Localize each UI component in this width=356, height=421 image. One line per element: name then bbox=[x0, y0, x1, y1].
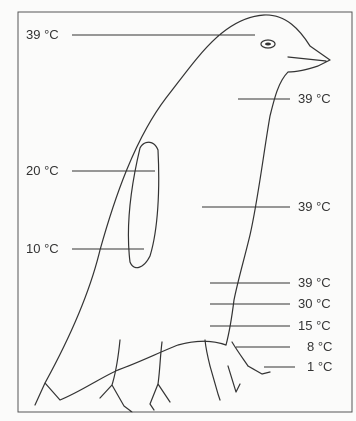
temp-label-ankle: 8 °C bbox=[307, 340, 332, 354]
temp-label-neck: 39 °C bbox=[298, 92, 331, 106]
right-leg bbox=[205, 340, 210, 366]
penguin-outline bbox=[35, 15, 330, 412]
temp-label-upper-leg: 39 °C bbox=[298, 276, 331, 290]
beak-line bbox=[288, 57, 326, 61]
temp-label-body: 39 °C bbox=[298, 200, 331, 214]
temp-label-head: 39 °C bbox=[26, 28, 59, 42]
left-leg bbox=[112, 340, 120, 385]
tail bbox=[35, 370, 118, 405]
temp-label-lower-leg: 15 °C bbox=[298, 319, 331, 333]
temp-label-mid-leg: 30 °C bbox=[298, 297, 331, 311]
temp-label-flipper-tip: 10 °C bbox=[26, 242, 59, 256]
left-leg-back bbox=[158, 342, 162, 384]
left-foot bbox=[100, 384, 170, 412]
right-foot bbox=[210, 366, 270, 400]
pupil bbox=[265, 43, 271, 46]
temp-label-flipper-upper: 20 °C bbox=[26, 164, 59, 178]
right-leg-back bbox=[232, 342, 248, 366]
body-outline bbox=[45, 15, 330, 383]
temp-label-foot: 1 °C bbox=[307, 360, 332, 374]
leader-lines bbox=[72, 35, 295, 367]
